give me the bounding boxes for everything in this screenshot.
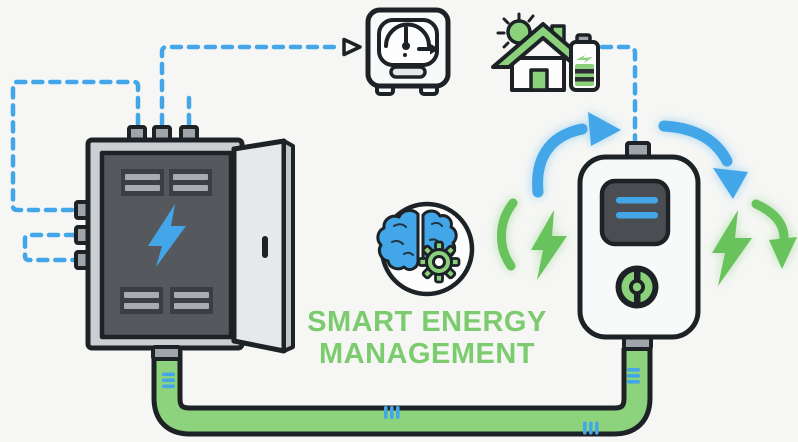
breaker-panel (74, 125, 295, 361)
dashed-line-left-small-loop (22, 232, 78, 263)
blue-flow-arrows (532, 112, 748, 199)
breaker-group-bottom-right (170, 287, 213, 314)
ai-brain-badge (376, 201, 475, 297)
dashed-connections (10, 37, 638, 263)
cable-data-marker-mid2 (583, 421, 599, 435)
green-arc-left (497, 198, 518, 271)
green-energy-symbols (497, 198, 797, 286)
charger-socket-icon (615, 265, 659, 309)
cable-data-marker-mid1 (384, 406, 400, 419)
gauge-dot (403, 53, 407, 57)
battery-bolt-icon (576, 55, 593, 63)
house-door (529, 68, 549, 92)
power-cable (151, 348, 653, 437)
green-bolt-right-icon (712, 210, 752, 286)
panel-cable-connector (151, 345, 182, 361)
gauge-arc (384, 22, 431, 48)
dashed-line-panel-to-meter (159, 44, 343, 127)
cable-data-marker-left (162, 372, 175, 389)
green-curved-arrow-icon (751, 199, 797, 269)
breaker-group-top-left (121, 169, 164, 196)
breaker-group-bottom-left (120, 287, 163, 314)
gear-icon (417, 240, 461, 284)
green-bolt-left-icon (531, 210, 567, 280)
breaker-group-top-right (169, 169, 212, 196)
cable-data-marker-right (627, 368, 640, 384)
panel-door-edge (282, 139, 295, 353)
gauge-pivot (402, 42, 410, 50)
curved-arrow-right-icon (658, 120, 748, 199)
arrowhead-to-meter-icon (342, 37, 362, 57)
dashed-line-left-loop (10, 79, 141, 213)
title-line-1: SMART ENERGY (307, 306, 547, 338)
meter-slot (389, 65, 427, 79)
panel-lightning-bolt-icon (148, 204, 186, 267)
gauge-right-arrow-icon (417, 43, 439, 55)
page-title: SMART ENERGY MANAGEMENT (257, 306, 597, 370)
dashed-line-battery-to-charger (599, 44, 638, 143)
screen-line-1 (616, 197, 658, 204)
screen-line-2 (616, 212, 658, 219)
cable-core (156, 348, 648, 432)
title-line-2: MANAGEMENT (318, 338, 536, 370)
ev-charger (577, 141, 701, 351)
curved-arrow-left-icon (532, 112, 621, 198)
smart-home (491, 12, 600, 92)
battery-icon (569, 33, 600, 92)
electric-meter (365, 7, 451, 96)
door-handle (262, 236, 268, 258)
